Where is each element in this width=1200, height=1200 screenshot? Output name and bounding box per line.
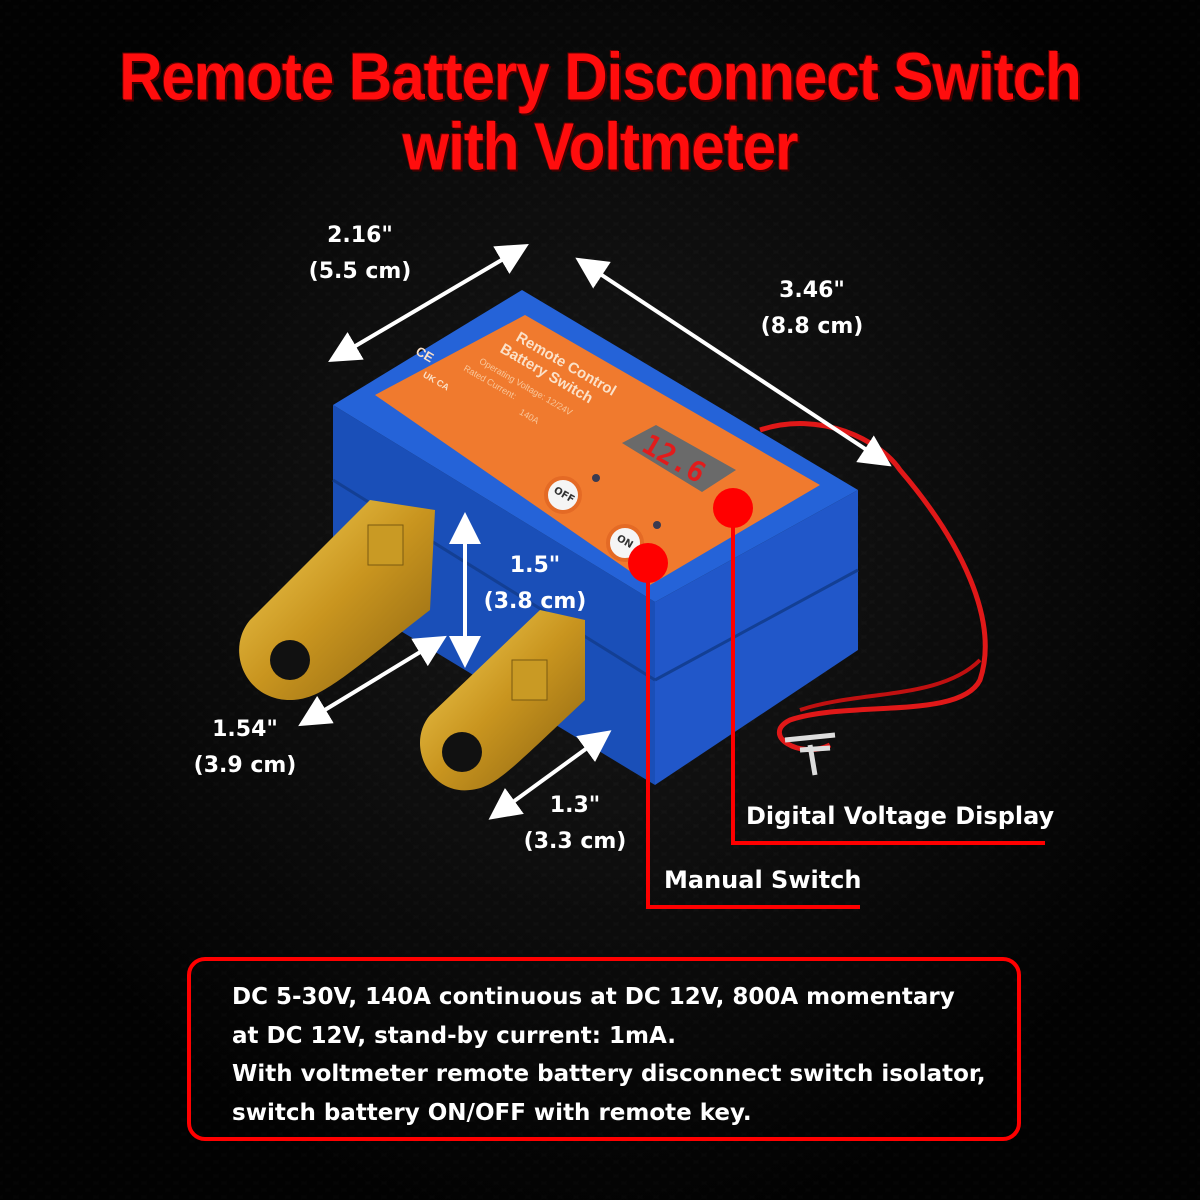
callout-line-display: [713, 488, 1045, 845]
dim-arrow-terminal-right: [488, 730, 612, 820]
dim-arrow-length: [575, 257, 892, 467]
spec-box: [187, 957, 1021, 1141]
dim-width-label: 2.16"(5.5 cm): [308, 223, 412, 284]
callout-line-switch: [628, 543, 860, 909]
dim-height-label: 1.5"(3.8 cm): [483, 553, 587, 614]
spec-line: With voltmeter remote battery disconnect…: [232, 1061, 986, 1087]
dim-terminal-right-label: 1.3"(3.3 cm): [523, 793, 627, 854]
dim-terminal-left-label: 1.54"(3.9 cm): [193, 717, 297, 778]
callout-digital-voltage-display: Digital Voltage Display: [746, 802, 1055, 830]
dim-length-label: 3.46"(8.8 cm): [760, 278, 864, 339]
callout-manual-switch: Manual Switch: [664, 866, 862, 894]
dim-arrow-width: [328, 243, 529, 363]
fork-terminal: [784, 732, 836, 776]
spec-line: switch battery ON/OFF with remote key.: [232, 1099, 752, 1126]
terminal-right: [419, 610, 585, 791]
spec-line: DC 5-30V, 140A continuous at DC 12V, 800…: [232, 984, 955, 1010]
housing-right-face: [655, 490, 858, 785]
led-off: [592, 474, 600, 482]
off-button[interactable]: OFF: [544, 476, 582, 514]
led-on: [653, 521, 661, 529]
title-line-2: with Voltmeter: [402, 108, 799, 185]
title-line-1: Remote Battery Disconnect Switch: [119, 38, 1082, 115]
dim-arrow-terminal-left: [298, 635, 447, 727]
spec-line: at DC 12V, stand-by current: 1mA.: [232, 1022, 676, 1049]
red-wire-loop: [799, 658, 982, 712]
spec-text: DC 5-30V, 140A continuous at DC 12V, 800…: [232, 978, 986, 1132]
